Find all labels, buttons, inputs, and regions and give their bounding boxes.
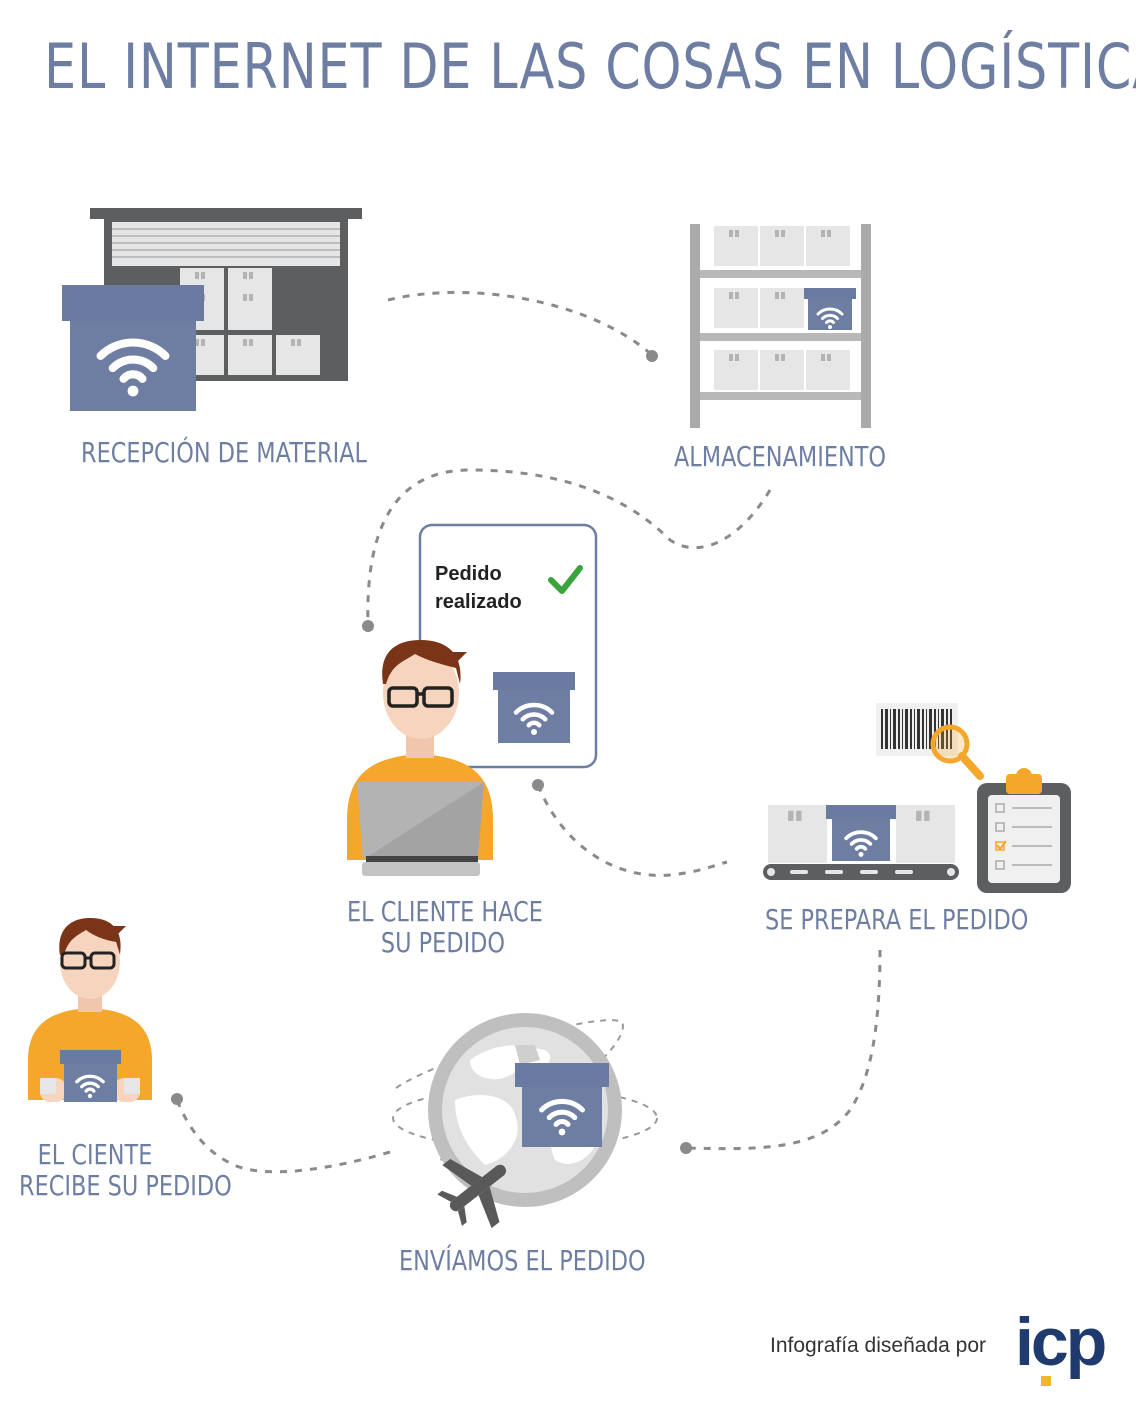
customer-laptop-icon [347,640,493,876]
step-order-label-line2: SU PEDIDO [380,926,506,959]
footer-credit: Infografía diseñada por [770,1334,986,1357]
shipping-globe-icon [392,1013,658,1207]
step-reception-label: RECEPCIÓN DE MATERIAL [81,436,368,469]
icp-logo: icp [1015,1304,1107,1380]
airplane-icon [437,1158,507,1229]
shelving-icon [690,224,871,428]
step-receive-label-line1: EL CIENTE [37,1138,153,1171]
page-title: EL INTERNET DE LAS COSAS EN LOGÍSTICA [44,30,1136,103]
order-bubble [418,523,598,769]
step-prepare-label: SE PREPARA EL PEDIDO [765,903,1029,936]
order-bubble-line2: realizado [435,591,522,613]
step-receive-label-line2: RECIBE SU PEDIDO [19,1169,232,1202]
check-icon [548,565,583,594]
step-receive-label: EL CIENTE RECIBE SU PEDIDO [19,1138,232,1202]
step-storage-label: ALMACENAMIENTO [673,440,887,473]
customer-receiving-icon [28,918,152,1102]
order-bubble-text: Pedido realizado [435,560,522,616]
order-bubble-line1: Pedido [435,563,502,585]
warehouse-icon [62,208,362,411]
step-order-label-line1: EL CLIENTE HACE [347,895,543,928]
logo-accent [1041,1376,1051,1386]
order-preparation-icon [763,703,1071,893]
step-ship-label: ENVÍAMOS EL PEDIDO [399,1244,646,1277]
flow-connectors [175,290,882,1174]
step-order-label: EL CLIENTE HACE SU PEDIDO [347,895,543,959]
